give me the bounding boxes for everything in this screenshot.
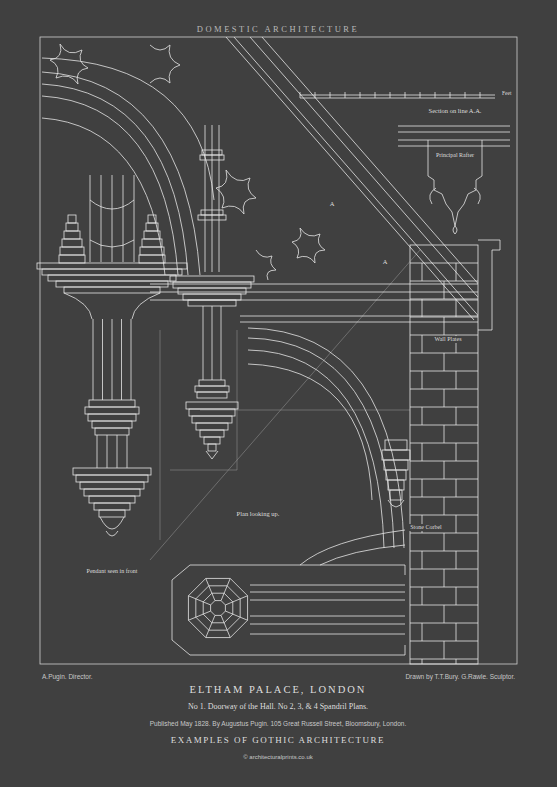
header-text: DOMESTIC ARCHITECTURE [197,25,359,35]
rafter-section [398,126,510,234]
part-label: Stone Corbel [408,524,444,531]
part-label: Wall Plates [432,336,463,343]
scale-bar [300,92,495,98]
series-title: EXAMPLES OF GOTHIC ARCHITECTURE [171,735,385,745]
wall-edge [478,240,500,330]
wall-plate-beam [150,284,478,322]
part-label: Principal Rafter [434,152,476,159]
scale-unit: Feet [502,90,511,96]
section-title: Section on line A.A. [429,107,482,114]
view-label: Pendant seen in front [81,568,143,575]
pendants [37,125,410,536]
spandrel-tracery [50,44,325,280]
publication-note: Published May 1828. By Augustus Pugin. 1… [150,720,406,727]
plan-looking-up [172,530,405,655]
plate-frame [40,37,517,664]
principal-rafter [226,37,478,320]
upper-arch [42,58,214,275]
section-mark: A [328,200,337,207]
credit-text: A.Pugin. Director. [42,673,93,680]
construction-lines [150,250,420,560]
plate-title: ELTHAM PALACE, LONDON [190,684,367,696]
copyright-watermark: © architecturalprints.co.uk [243,754,312,761]
plate-caption: No 1. Doorway of the Hall. No 2, 3, & 4 … [188,702,368,711]
view-label: Plan looking up. [235,510,282,517]
masonry-wall [410,245,478,664]
section-mark: A [381,258,390,265]
credit-text: Drawn by T.T.Bury. G.Rawle. Sculptor. [405,673,515,680]
